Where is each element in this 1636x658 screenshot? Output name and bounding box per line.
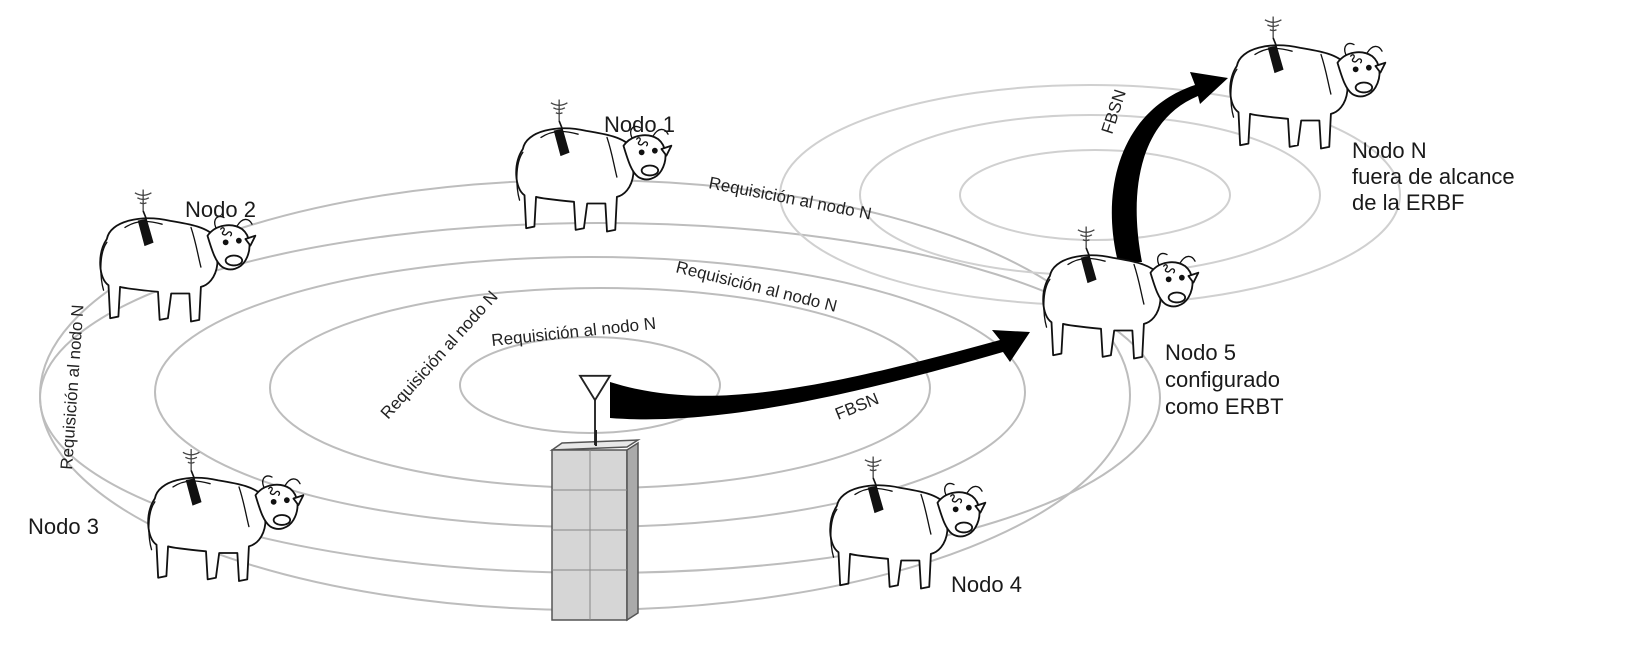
node-label-3: Nodo 3 (28, 514, 99, 539)
request-label-top: Requisición al nodo N (707, 173, 873, 223)
node-label-n: Nodo N fuera de alcance de la ERBF (1352, 138, 1521, 215)
request-label-second: Requisición al nodo N (377, 287, 502, 423)
request-label-inner: Requisición al nodo N (490, 314, 656, 350)
fbsn-label-up: FBSN (1098, 87, 1130, 136)
antenna-icon (579, 374, 611, 447)
arrow-icon (1111, 72, 1228, 262)
noden-line-1: Nodo N (1352, 138, 1427, 163)
node5-line-1: Nodo 5 (1165, 340, 1236, 365)
arrow-icon (610, 330, 1030, 420)
node-label-4: Nodo 4 (951, 572, 1022, 597)
base-tower-icon (549, 430, 641, 622)
request-label-third: Requisición al nodo N (674, 257, 839, 315)
node-label-5: Nodo 5 configurado como ERBT (1165, 340, 1286, 419)
node-label-2: Nodo 2 (185, 197, 256, 222)
request-label-left: Requisición al nodo N (57, 304, 87, 470)
node-label-1: Nodo 1 (604, 112, 675, 137)
cow-icon (1229, 15, 1387, 150)
node5-line-3: como ERBT (1165, 394, 1284, 419)
cow-icon (147, 447, 305, 583)
node5-line-2: configurado (1165, 367, 1280, 392)
fbsn-label: FBSN (832, 389, 881, 424)
noden-line-2: fuera de alcance (1352, 164, 1515, 189)
noden-line-3: de la ERBF (1352, 190, 1465, 215)
